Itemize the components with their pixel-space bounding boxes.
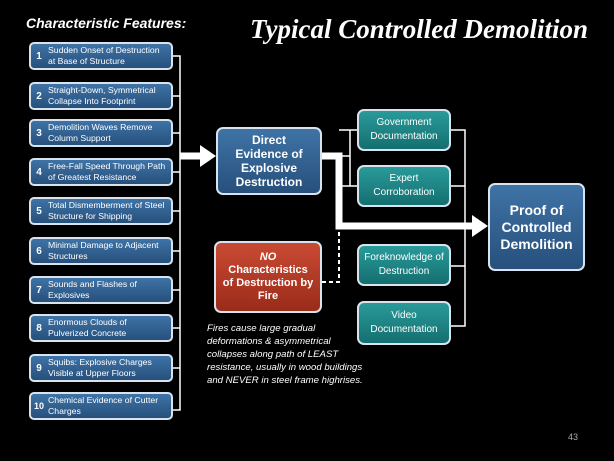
proof-box: Proof of Controlled Demolition [488,183,585,271]
features-heading: Characteristic Features: [26,15,187,31]
fire-note: Fires cause large gradual deformations &… [207,323,363,386]
video-documentation-box: Video Documentation [357,301,451,345]
foreknowledge-box: Foreknowledge of Destruction [357,244,451,286]
no-fire-characteristics-box: NO Characteristics of Destruction by Fir… [214,241,322,313]
page-title: Typical Controlled Demolition [250,14,588,44]
government-documentation-box: Government Documentation [357,109,451,151]
page-number: 43 [568,432,579,442]
expert-corroboration-box: Expert Corroboration [357,165,451,207]
no-fire-label: Characteristics of Destruction by Fire [222,264,314,302]
direct-evidence-box: Direct Evidence of Explosive Destruction [216,127,322,195]
proof-label: Proof of Controlled Demolition [500,201,573,252]
dashed-connector [322,230,340,283]
no-label: NO [259,251,277,263]
direct-evidence-label: Direct Evidence of Explosive Destruction [235,133,303,189]
